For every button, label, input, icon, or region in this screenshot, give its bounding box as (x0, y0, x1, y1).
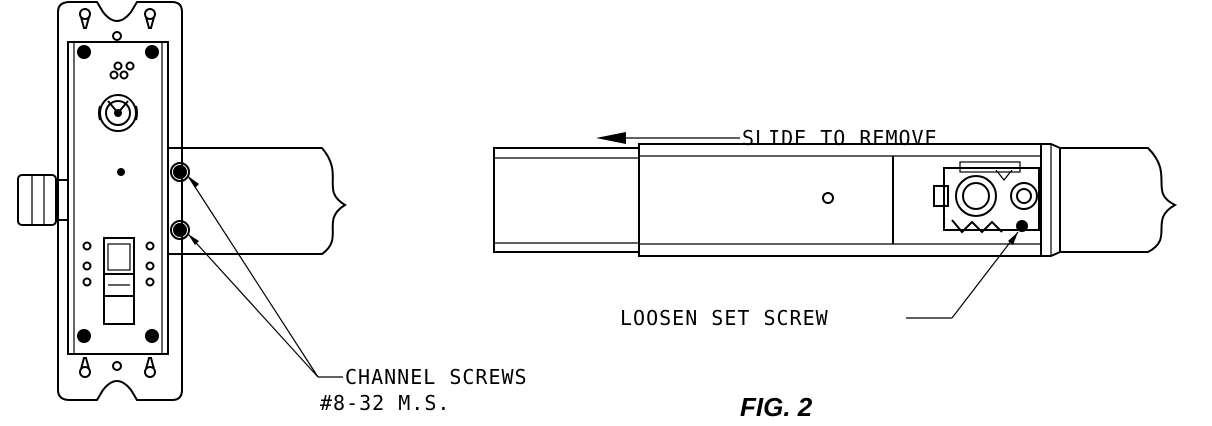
figure-label: FIG. 2 (740, 392, 813, 422)
latch-bolt (17, 174, 69, 226)
keyhole-slot (79, 8, 91, 29)
corner-screw (145, 45, 159, 59)
slide-to-remove-label: SLIDE TO REMOVE (742, 126, 938, 150)
corner-screw (77, 45, 91, 59)
lock-case (67, 41, 169, 355)
cam-mechanism (933, 161, 1040, 234)
channel-screw (173, 223, 187, 237)
keyhole-slot (79, 357, 91, 378)
cylinder-cam (98, 94, 138, 132)
loosen-set-screw-label: LOOSEN SET SCREW (620, 306, 829, 330)
channel-left (170, 147, 347, 255)
corner-screw (145, 329, 159, 343)
keyhole-slot (144, 8, 156, 29)
channel-screws-size: #8-32 M.S. (320, 391, 450, 415)
slide-arrow (596, 132, 740, 144)
set-screw (1016, 220, 1028, 232)
keyhole-slot (144, 357, 156, 378)
lock-body-view (17, 0, 183, 401)
channel-screw (173, 165, 187, 179)
channel-assembly (493, 143, 1178, 257)
auxiliary-latch (103, 237, 135, 325)
set-screw-leader (906, 231, 1019, 319)
channel-screws-label: CHANNEL SCREWS (345, 365, 528, 389)
channel-screws-leader (187, 175, 343, 378)
corner-screw (77, 329, 91, 343)
mounting-plate (57, 0, 183, 401)
